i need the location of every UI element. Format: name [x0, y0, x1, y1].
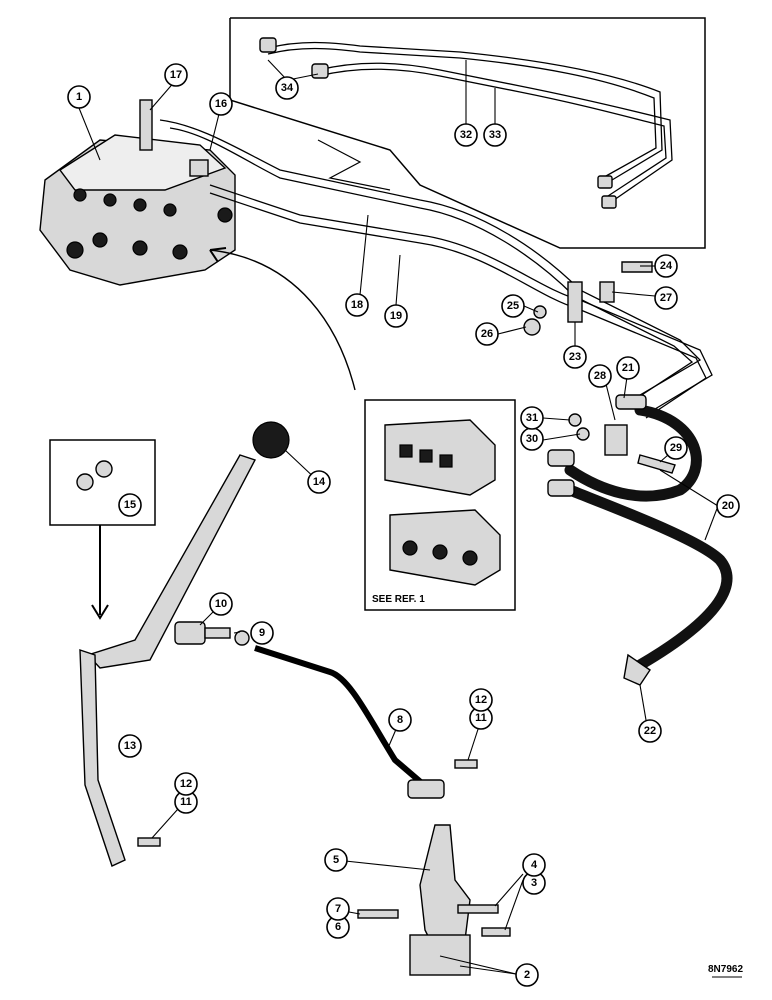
- callouts: 1 2 3 4 5 6 7 8 9 10 11 11 12 12 13 14 1…: [67, 63, 740, 987]
- leader-lines: [78, 59, 719, 975]
- svg-text:13: 13: [124, 740, 136, 752]
- svg-text:17: 17: [170, 69, 182, 81]
- callout-20: 20: [716, 494, 740, 518]
- svg-text:15: 15: [124, 499, 136, 511]
- svg-text:11: 11: [180, 796, 192, 808]
- svg-text:27: 27: [660, 292, 672, 304]
- callout-12-lower: 12: [174, 772, 198, 796]
- svg-text:5: 5: [333, 854, 339, 866]
- svg-text:19: 19: [390, 310, 402, 322]
- callout-34: 34: [275, 76, 299, 100]
- svg-text:30: 30: [526, 433, 538, 445]
- svg-text:7: 7: [335, 903, 341, 915]
- drawing-number: 8N7962: [708, 964, 743, 975]
- svg-text:11: 11: [475, 712, 487, 724]
- callout-22: 22: [638, 719, 662, 743]
- svg-text:4: 4: [531, 859, 538, 871]
- svg-text:23: 23: [569, 351, 581, 363]
- callout-33: 33: [483, 123, 507, 147]
- callout-8: 8: [388, 708, 412, 732]
- callout-14: 14: [307, 470, 331, 494]
- svg-text:8: 8: [397, 714, 403, 726]
- svg-text:29: 29: [670, 442, 682, 454]
- callout-31: 31: [520, 406, 544, 430]
- hydraulic-hoses: [547, 394, 733, 686]
- callout-29: 29: [664, 436, 688, 460]
- svg-text:31: 31: [526, 412, 538, 424]
- control-lever: [79, 421, 290, 867]
- svg-text:18: 18: [351, 299, 363, 311]
- callout-19: 19: [384, 304, 408, 328]
- callout-4: 4: [522, 853, 546, 877]
- callout-2: 2: [515, 963, 539, 987]
- callout-17: 17: [164, 63, 188, 87]
- svg-text:34: 34: [281, 82, 294, 94]
- callout-9: 9: [250, 621, 274, 645]
- svg-text:10: 10: [215, 598, 227, 610]
- tube-bracket: [523, 261, 653, 336]
- see-ref-text: SEE REF. 1: [372, 594, 425, 605]
- svg-text:2: 2: [524, 969, 530, 981]
- callout-23: 23: [563, 345, 587, 369]
- svg-text:12: 12: [475, 694, 487, 706]
- callout-30: 30: [520, 427, 544, 451]
- callout-15: 15: [118, 493, 142, 517]
- svg-text:20: 20: [722, 500, 734, 512]
- callout-32: 32: [454, 123, 478, 147]
- valve-inset-box: SEE REF. 1: [364, 399, 516, 611]
- svg-text:28: 28: [594, 370, 606, 382]
- svg-text:9: 9: [259, 627, 265, 639]
- callout-7: 7: [326, 897, 350, 921]
- callout-5: 5: [324, 848, 348, 872]
- linkage-rod: [137, 621, 478, 847]
- callout-12-upper: 12: [469, 688, 493, 712]
- svg-text:24: 24: [660, 260, 673, 272]
- svg-text:21: 21: [622, 362, 634, 374]
- lower-bracket: [357, 824, 511, 976]
- svg-text:25: 25: [507, 300, 519, 312]
- callout-26: 26: [475, 322, 499, 346]
- svg-text:33: 33: [489, 129, 501, 141]
- svg-text:12: 12: [180, 778, 192, 790]
- callout-13: 13: [118, 734, 142, 758]
- svg-text:14: 14: [313, 476, 326, 488]
- control-valve: [39, 99, 236, 286]
- svg-text:6: 6: [335, 921, 341, 933]
- svg-text:3: 3: [531, 877, 537, 889]
- svg-text:26: 26: [481, 328, 493, 340]
- callout-24: 24: [654, 254, 678, 278]
- svg-text:1: 1: [76, 91, 82, 103]
- callout-16: 16: [209, 92, 233, 116]
- callout-27: 27: [654, 286, 678, 310]
- svg-text:22: 22: [644, 725, 656, 737]
- callout-25: 25: [501, 294, 525, 318]
- callout-21: 21: [616, 356, 640, 380]
- svg-text:32: 32: [460, 129, 472, 141]
- svg-text:16: 16: [215, 98, 227, 110]
- tube-inset-box: [229, 17, 706, 249]
- callout-18: 18: [345, 293, 369, 317]
- callout-1: 1: [67, 85, 91, 109]
- callout-10: 10: [209, 592, 233, 616]
- callout-28: 28: [588, 364, 612, 388]
- nut-inset-box: [49, 439, 156, 620]
